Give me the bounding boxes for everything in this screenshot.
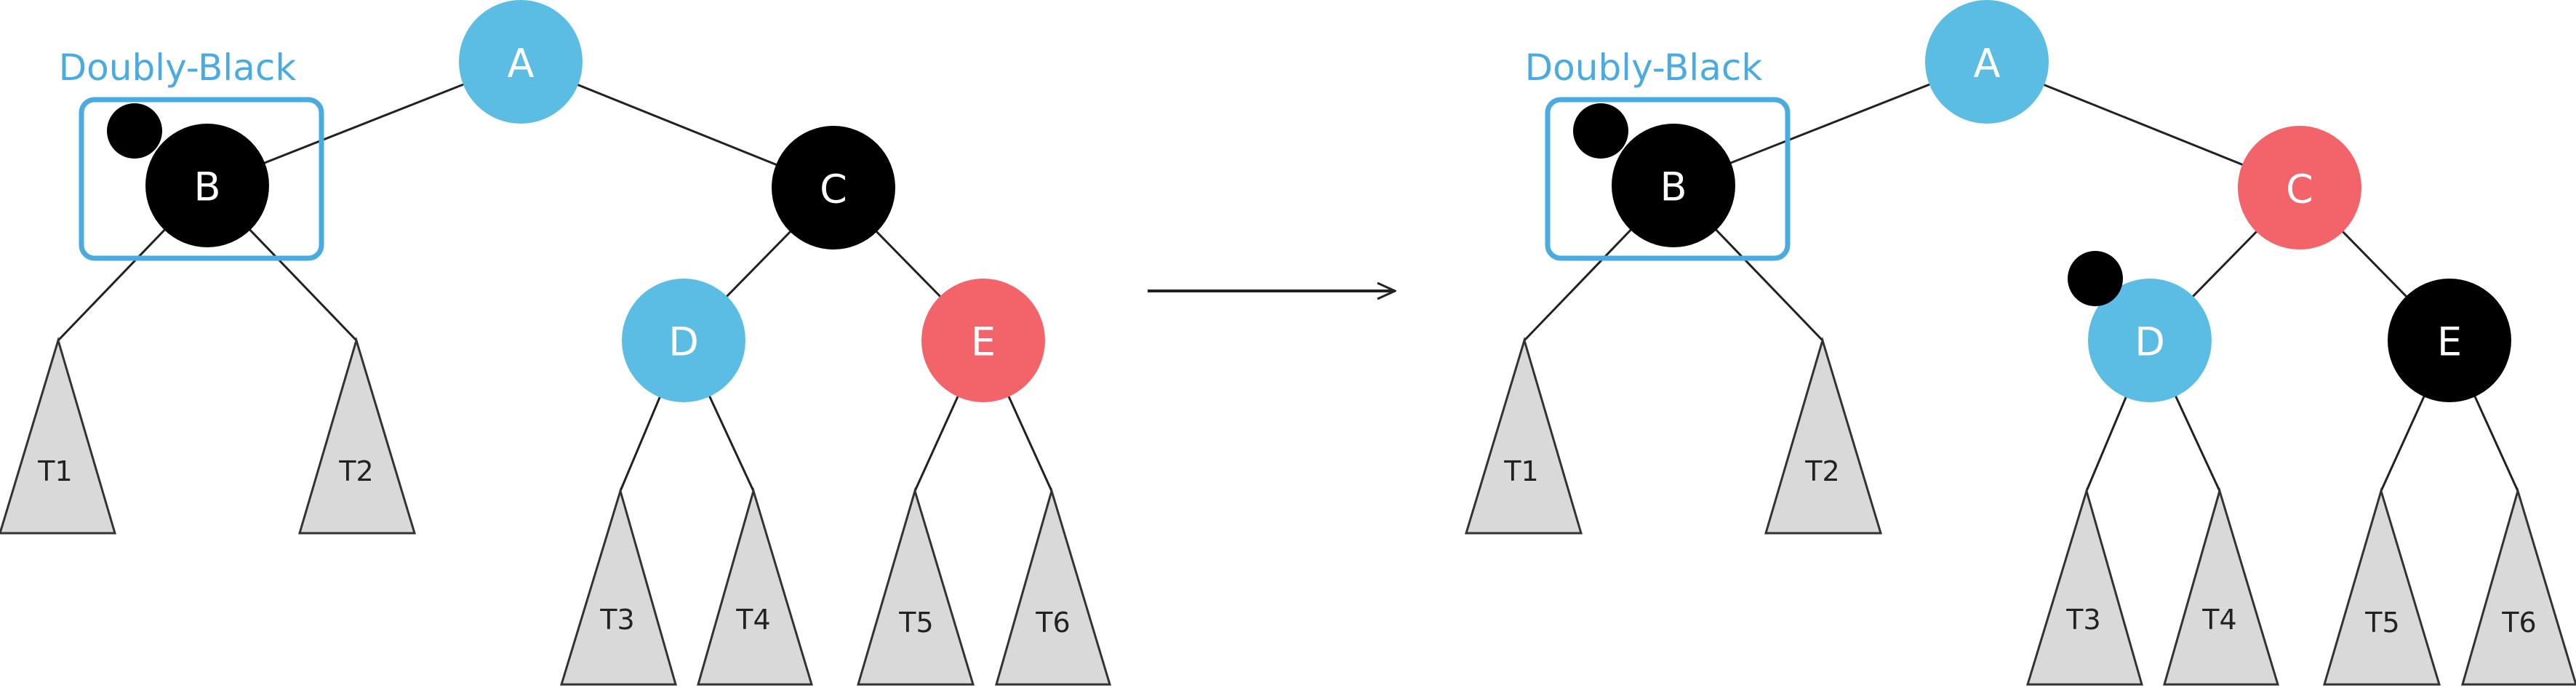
doubly-black-box — [1545, 97, 1791, 261]
node-d-label: D — [2135, 319, 2165, 365]
node-a-label: A — [1974, 41, 2001, 87]
subtree-t3-label: T3 — [2065, 604, 2100, 636]
subtree-t3-triangle — [559, 487, 677, 686]
subtree-t6-label: T6 — [2501, 607, 2536, 639]
node-a-circle — [459, 0, 583, 124]
node-e-label: E — [2437, 319, 2462, 365]
subtree-t4-triangle — [2163, 487, 2280, 686]
subtree-t1-label: T1 — [1503, 455, 1538, 487]
node-c-circle — [772, 126, 895, 249]
subtree-t6-triangle — [2461, 487, 2576, 686]
node-e-label: E — [971, 319, 996, 365]
extra-black-token-b — [1573, 103, 1628, 159]
subtree-t5-label: T5 — [898, 607, 933, 639]
subtree-t4-triangle — [697, 487, 814, 686]
subtree-t3-triangle — [2025, 487, 2143, 686]
subtree-t3-label: T3 — [599, 604, 634, 636]
node-b-label: B — [193, 164, 220, 210]
extra-black-token-b — [107, 103, 162, 159]
subtree-t2-label: T2 — [1804, 455, 1839, 487]
extra-black-token-d — [2068, 251, 2123, 306]
subtree-t6-label: T6 — [1035, 607, 1070, 639]
subtree-t1-label: T1 — [37, 455, 72, 487]
subtree-t4-label: T4 — [735, 604, 770, 636]
subtree-t1-triangle — [1464, 336, 1583, 535]
node-c-circle — [2238, 126, 2361, 249]
node-e-circle — [2388, 279, 2511, 402]
doubly-black-label: Doubly-Black — [1525, 47, 1763, 89]
doubly-black-label: Doubly-Black — [59, 47, 297, 89]
node-d-circle — [2088, 279, 2212, 402]
node-b-circle — [1612, 124, 1735, 247]
node-d-circle — [622, 279, 745, 402]
subtree-t2-label: T2 — [338, 455, 373, 487]
doubly-black-box — [79, 97, 324, 261]
node-b-circle — [145, 124, 269, 247]
subtree-t2-triangle — [297, 336, 417, 535]
subtree-t5-triangle — [856, 487, 975, 686]
node-a-label: A — [508, 41, 535, 87]
node-c-label: C — [2286, 167, 2313, 212]
node-c-label: C — [820, 167, 847, 212]
subtree-t1-triangle — [0, 336, 117, 535]
node-a-circle — [1925, 0, 2049, 124]
node-d-label: D — [668, 319, 699, 365]
subtree-t4-label: T4 — [2201, 604, 2236, 636]
subtree-t2-triangle — [1764, 336, 1883, 535]
node-e-circle — [921, 279, 1045, 402]
subtree-t6-triangle — [995, 487, 1112, 686]
node-b-label: B — [1660, 164, 1687, 210]
subtree-t5-label: T5 — [2364, 607, 2399, 639]
subtree-t5-triangle — [2322, 487, 2441, 686]
